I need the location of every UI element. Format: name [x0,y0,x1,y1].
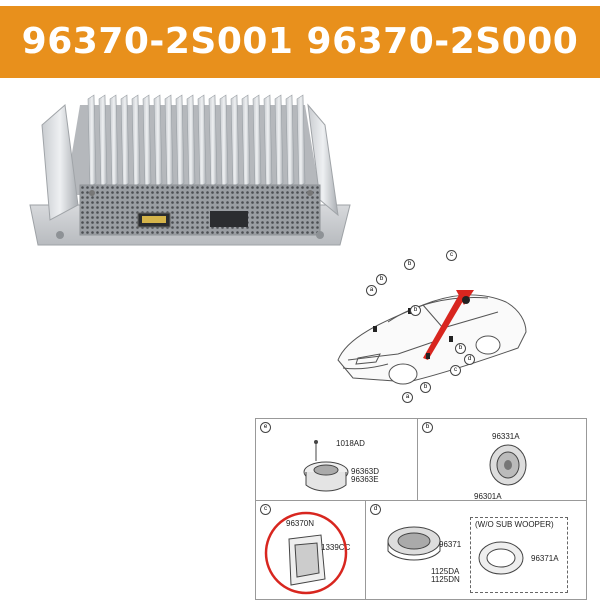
panel-b: b 96331A 96301A [417,418,587,502]
heat-sink-fin [87,94,97,188]
heat-sink-fin [219,94,229,188]
callout-c: c [446,250,457,261]
heat-sink-fin [131,94,141,188]
panel-letter: c [260,504,271,515]
callout-c: c [450,365,461,376]
tweeter-speaker-icon [303,440,349,492]
heat-sink-fin [175,94,185,188]
part-label: 1018AD [336,439,365,448]
heat-sink-fin [230,94,240,188]
speaker-ring-icon [478,541,524,575]
part-label: 96371A [531,554,559,563]
heat-sink-fin [109,94,119,188]
callout-b: b [404,259,415,270]
amplifier-unit-icon [288,534,326,586]
callout-a: a [366,285,377,296]
heat-sink-fin [142,94,152,188]
heat-sink-fin [296,94,306,188]
amplifier-image [29,94,351,246]
panel-d: d 96371 1125DA 1125DN (W/O SUB WOOPER) 9… [365,500,587,600]
part-label: 96371 [439,540,462,549]
heat-sink-fin [164,94,174,188]
callout-b: b [455,343,466,354]
part-label: 96331A [492,432,520,441]
part-label: 1125DA [431,567,460,576]
callout-b: b [410,305,421,316]
callout-a: a [402,392,413,403]
panel-letter: e [260,422,271,433]
callout-d: d [464,354,475,365]
heat-sink-fin [197,94,207,188]
highlight-circle [264,511,348,595]
heat-sink-fin [98,94,108,188]
heat-sink-fin [120,94,130,188]
panel-c: c 96370N 1339CC [255,500,367,600]
part-label: 96370N [286,519,315,528]
part-number-title: 96370-2S001 96370-2S000 [21,21,579,62]
heat-sink-fin [285,94,295,188]
part-label: 96363E [351,475,379,484]
heat-sink-fin [208,94,218,188]
part-label: 96301A [474,492,502,501]
part-label: 1125DN [431,575,460,584]
part-label: 96363D [351,467,380,476]
callout-b: b [420,382,431,393]
woofer-speaker-icon [387,526,441,561]
heat-sink-fin [252,94,262,188]
heat-sink-fin [263,94,273,188]
part-label: 1339CC [321,543,351,552]
variant-note: (W/O SUB WOOPER) [475,520,554,529]
heat-sink-fin [186,94,196,188]
panel-letter: b [422,422,433,433]
door-speaker-icon [489,444,527,486]
vehicle-location-diagram [337,290,527,385]
callout-b: b [376,274,387,285]
subwoofer-variant-box: (W/O SUB WOOPER) 96371A [470,517,568,593]
heat-sink-fin [153,94,163,188]
title-banner: 96370-2S001 96370-2S000 [0,6,600,78]
panel-e: e 1018AD 96363D 96363E [255,418,419,502]
heat-sink-fin [274,94,284,188]
panel-letter: d [370,504,381,515]
heat-sink-fin [241,94,251,188]
